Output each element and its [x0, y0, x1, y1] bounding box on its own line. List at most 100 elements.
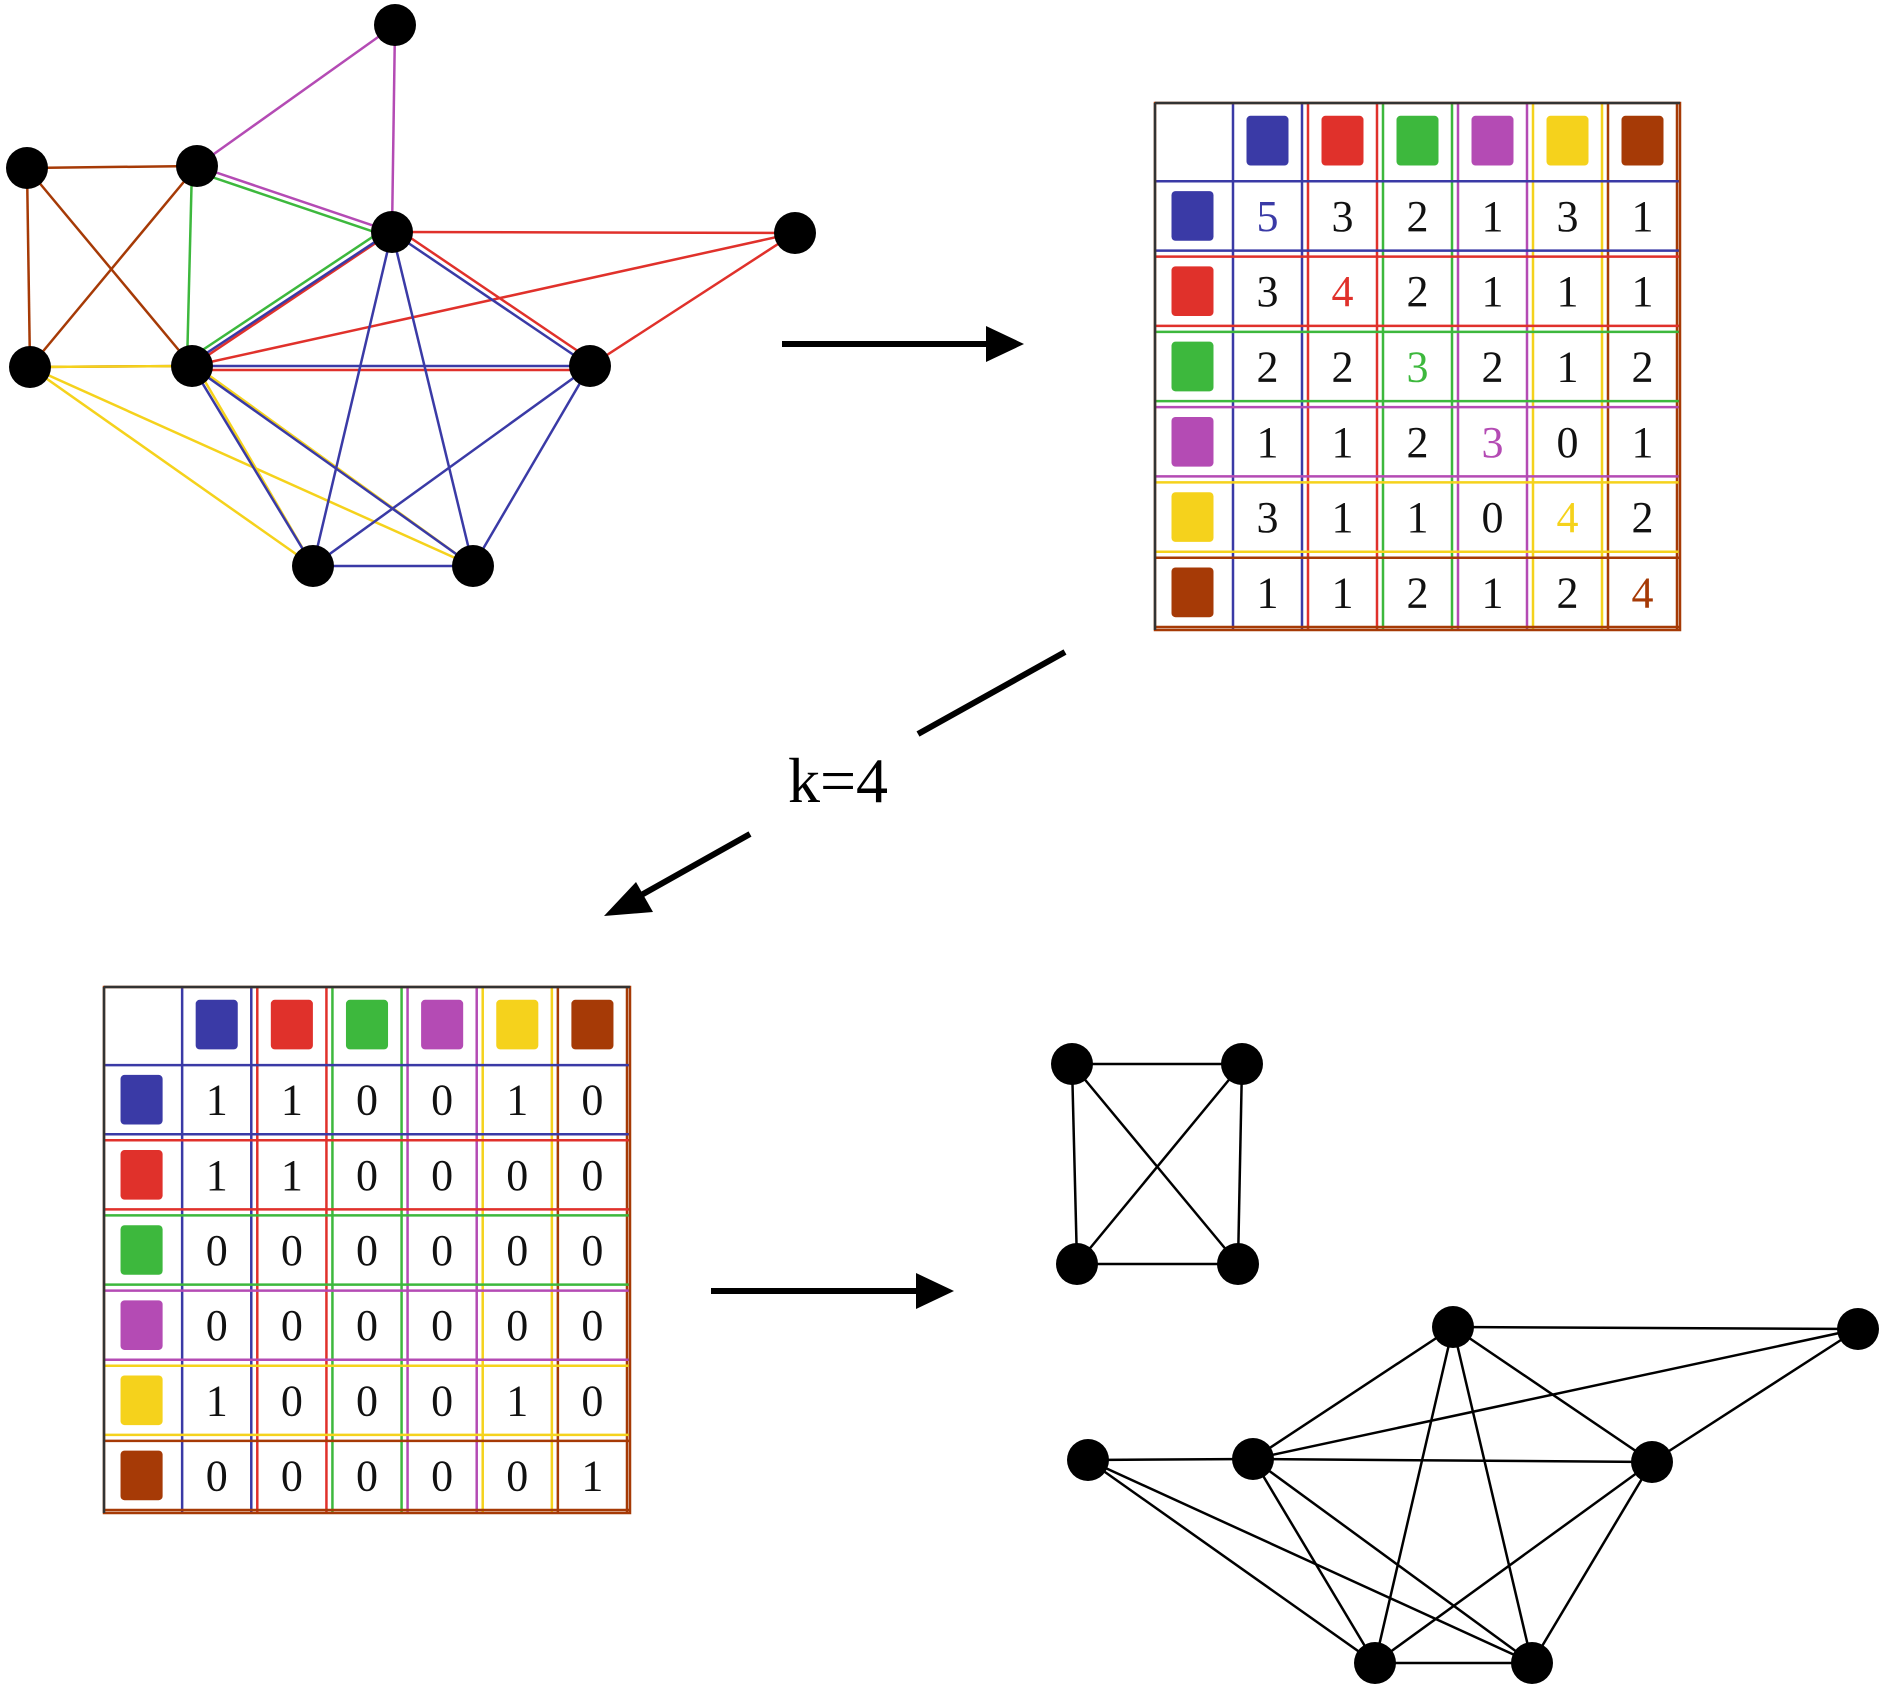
edge	[391, 230, 591, 368]
edge	[471, 365, 592, 567]
k-label: k=4	[788, 745, 888, 816]
matrix-cell: 0	[431, 1226, 453, 1275]
matrix-cell: 0	[206, 1301, 228, 1350]
column-color-swatch	[1246, 115, 1289, 166]
edge	[390, 24, 397, 233]
matrix-cell: 2	[1332, 343, 1354, 392]
row-color-swatch	[1171, 266, 1214, 317]
edge	[185, 165, 194, 367]
edge	[196, 164, 393, 234]
matrix-cell: 2	[1407, 267, 1429, 316]
edge	[589, 231, 796, 368]
graph-node	[371, 211, 413, 253]
row-color-swatch	[1171, 341, 1214, 392]
column-color-swatch	[1471, 115, 1514, 166]
row-color-swatch	[120, 1074, 163, 1125]
edge	[1252, 1327, 1859, 1461]
matrix-cell: 4	[1632, 568, 1654, 617]
graph-node	[1432, 1306, 1474, 1348]
column-color-swatch	[571, 999, 614, 1050]
matrix-cell: 0	[281, 1226, 303, 1275]
edge	[1087, 1457, 1254, 1462]
graph-node	[569, 345, 611, 387]
matrix-cell: 5	[1257, 192, 1279, 241]
graph-node	[1217, 1243, 1259, 1285]
graph-node	[374, 4, 416, 46]
edge	[1251, 1458, 1377, 1664]
matrix-cell: 0	[281, 1376, 303, 1425]
graph-node	[9, 346, 51, 388]
arrow-right-top	[782, 326, 1024, 362]
matrix-cell: 1	[206, 1076, 228, 1125]
edge	[390, 231, 475, 567]
matrix-cell: 0	[356, 1451, 378, 1500]
edge	[190, 365, 315, 567]
colored-graph	[25, 23, 796, 568]
matrix-cell: 0	[506, 1451, 528, 1500]
column-color-swatch	[345, 999, 389, 1050]
graph-node	[1837, 1308, 1879, 1350]
result-graph-large	[1087, 1325, 1859, 1665]
matrix-cell: 1	[506, 1376, 528, 1425]
graph-node	[1051, 1043, 1093, 1085]
matrix-cell: 3	[1257, 267, 1279, 316]
edge	[25, 167, 32, 368]
edge	[189, 230, 391, 366]
matrix-cell: 1	[1332, 493, 1354, 542]
edge	[29, 365, 314, 568]
row-color-swatch	[120, 1375, 163, 1426]
graph-node	[1354, 1642, 1396, 1684]
matrix-cell: 4	[1332, 267, 1354, 316]
matrix-cell: 0	[581, 1301, 603, 1350]
matrix-cell: 0	[1482, 493, 1504, 542]
edge	[312, 364, 591, 568]
matrix-cell: 1	[581, 1451, 603, 1500]
matrix-cell: 1	[1557, 267, 1579, 316]
matrix-cell: 1	[1557, 343, 1579, 392]
matrix-cell: 1	[281, 1151, 303, 1200]
edge	[196, 23, 396, 168]
matrix-cell: 1	[281, 1076, 303, 1125]
edge	[1071, 1063, 1239, 1265]
edge	[29, 165, 198, 368]
matrix-cell: 1	[1482, 267, 1504, 316]
matrix-cell: 0	[356, 1376, 378, 1425]
matrix-cell: 2	[1257, 343, 1279, 392]
column-color-swatch	[195, 999, 238, 1050]
matrix-cell: 0	[431, 1451, 453, 1500]
matrix-cell: 1	[1632, 418, 1654, 467]
edge	[29, 364, 193, 369]
edge	[311, 231, 394, 567]
matrix-cell: 1	[1257, 418, 1279, 467]
column-color-swatch	[1321, 115, 1364, 166]
edge	[26, 164, 198, 170]
graph-node	[774, 212, 816, 254]
matrix-cell: 0	[581, 1076, 603, 1125]
edge	[395, 226, 595, 364]
graph-node	[292, 545, 334, 587]
result-graph-small-nodes	[1051, 1043, 1263, 1285]
graph-node	[176, 145, 218, 187]
matrix-cell: 1	[1632, 267, 1654, 316]
result-graph-large-nodes	[1067, 1306, 1879, 1684]
edge	[1252, 1457, 1533, 1665]
matrix-cell: 1	[206, 1376, 228, 1425]
graph-node	[1221, 1043, 1263, 1085]
edge	[191, 364, 474, 568]
matrix-cell: 3	[1557, 192, 1579, 241]
matrix-cell: 0	[356, 1226, 378, 1275]
edge	[1087, 1458, 1533, 1665]
edge	[1252, 1457, 1653, 1464]
matrix-cell: 3	[1257, 493, 1279, 542]
graph-node	[1631, 1441, 1673, 1483]
graph-node	[1056, 1243, 1098, 1285]
row-color-swatch	[1171, 492, 1214, 542]
graph-node	[171, 345, 213, 387]
matrix-cell: 3	[1332, 192, 1354, 241]
matrix-cell: 3	[1482, 418, 1504, 467]
graph-node	[452, 545, 494, 587]
row-color-swatch	[1171, 416, 1214, 467]
